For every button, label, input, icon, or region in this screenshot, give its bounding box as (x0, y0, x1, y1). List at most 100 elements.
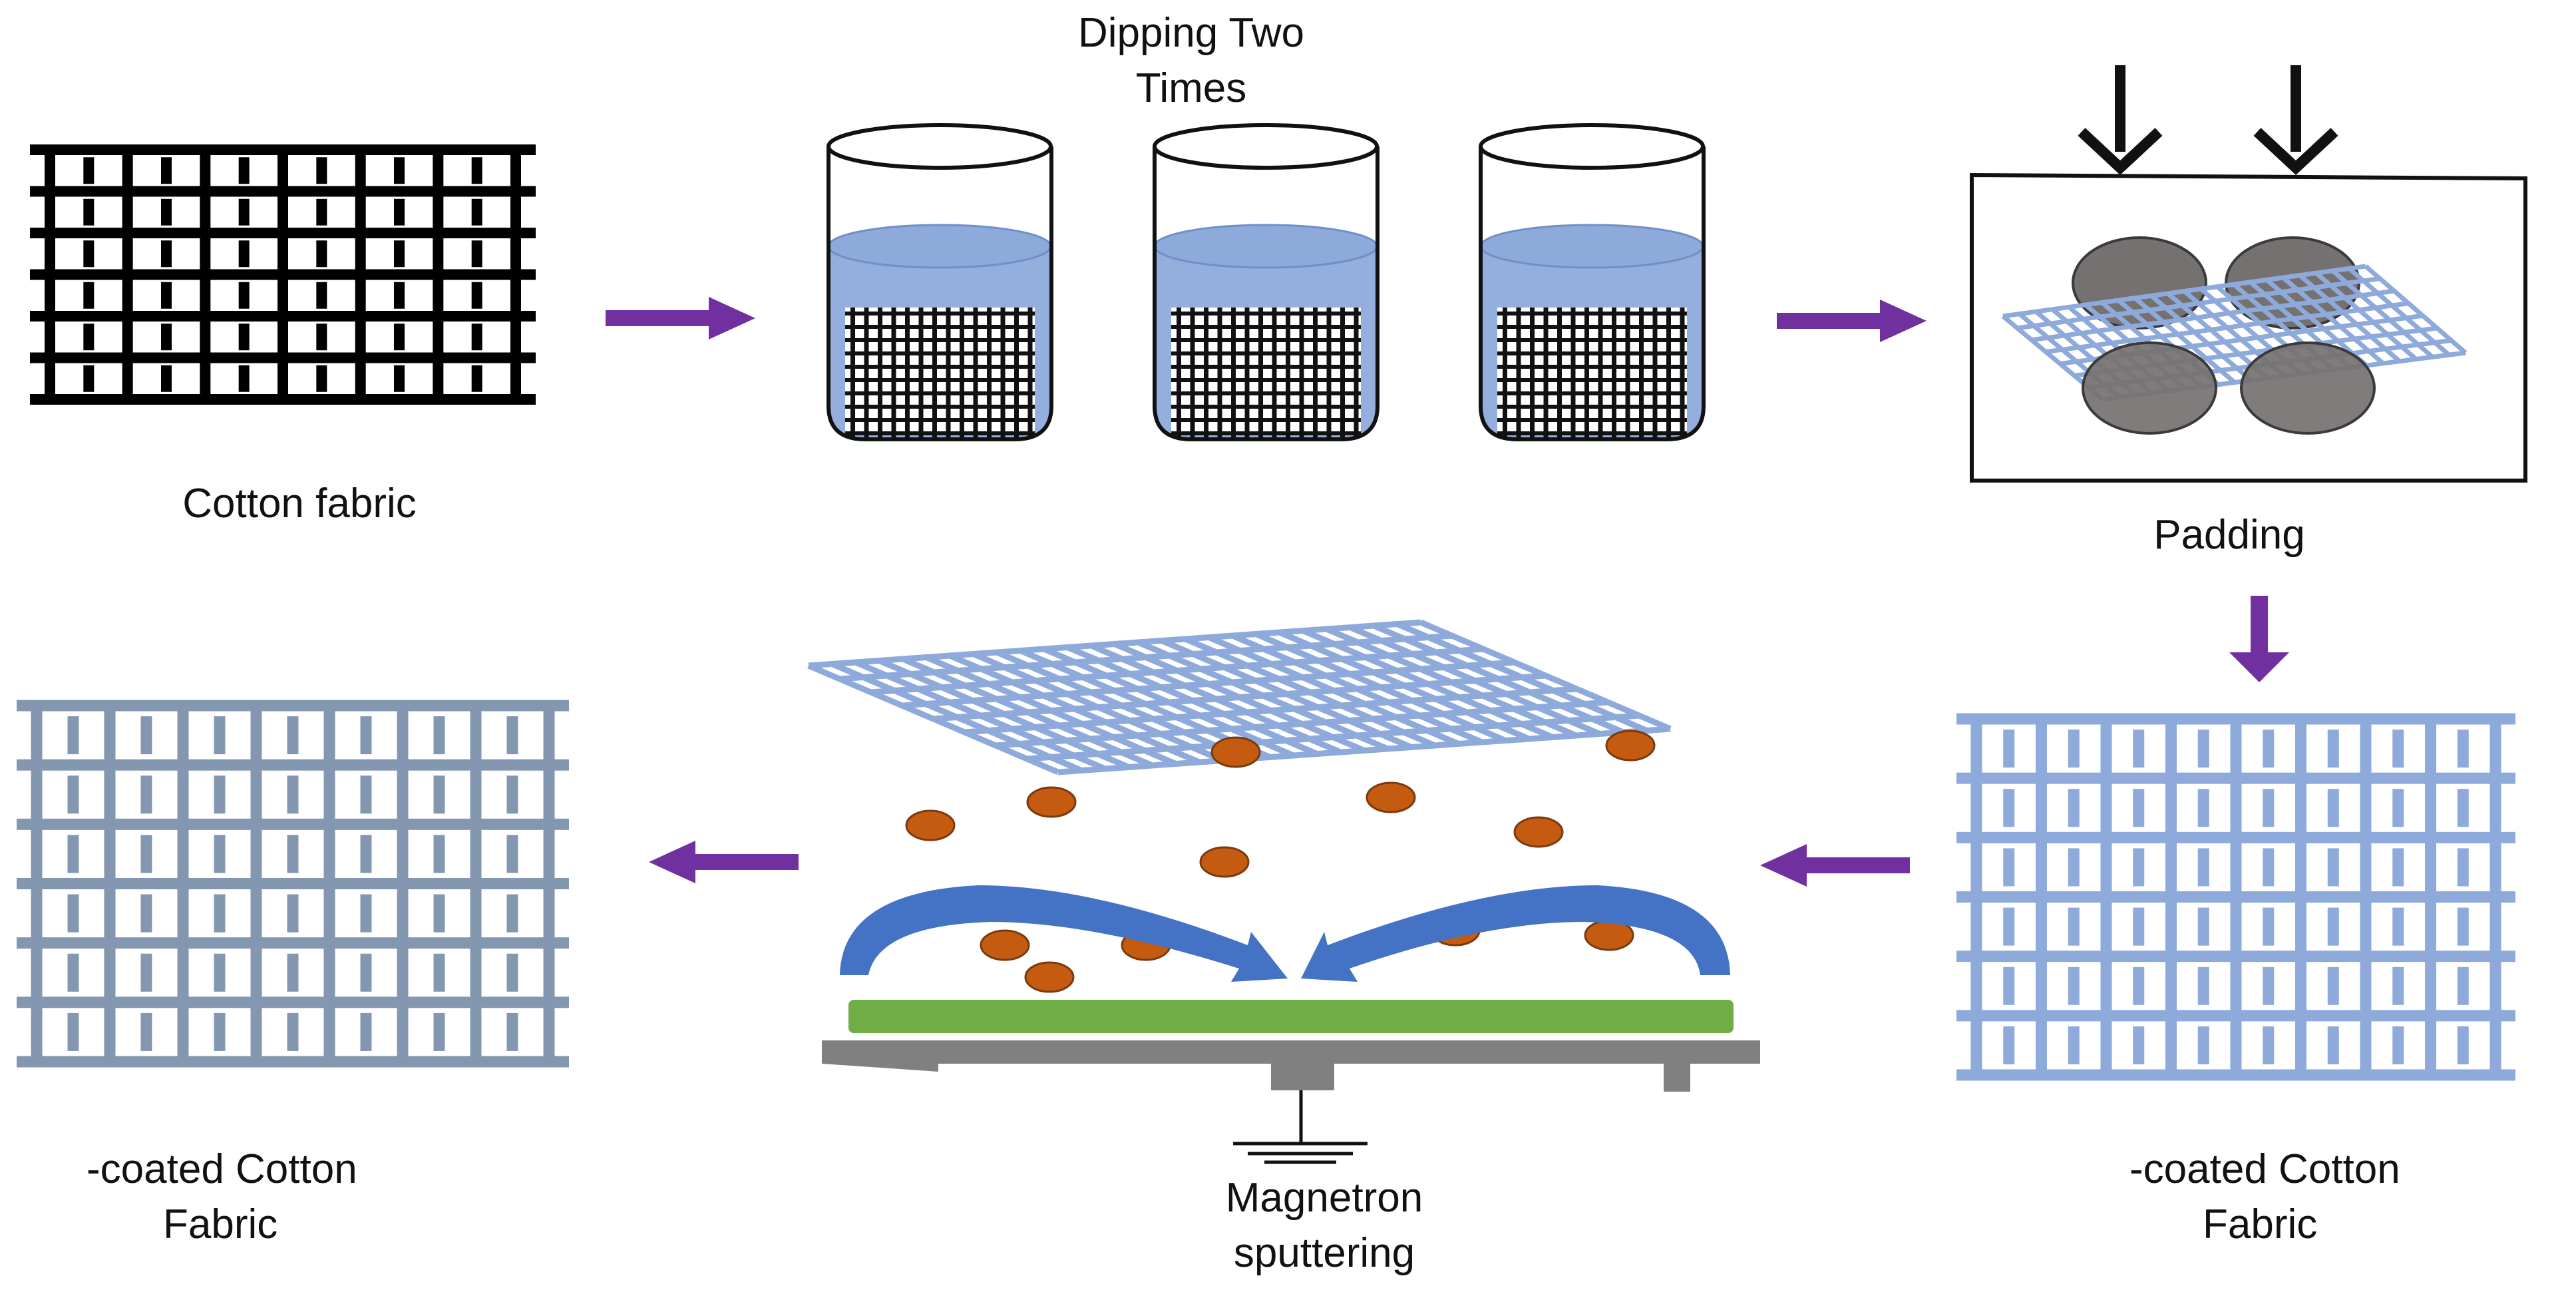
raw-fabric-thread-tick (161, 282, 172, 309)
coated-left-thread-tick (433, 894, 445, 933)
coated-right-thread-tick (2263, 730, 2275, 768)
immersed-fabric-warp (1299, 308, 1304, 439)
raw-fabric-thread-tick (471, 198, 482, 226)
substrate-mesh-line (808, 619, 1421, 669)
coated-right-thread-tick (2263, 1026, 2275, 1064)
immersed-fabric-weft (845, 418, 1035, 422)
coated-right-thread-tick (2327, 907, 2339, 946)
ground-symbol-icon (1233, 1090, 1368, 1164)
sputtered-particle (1366, 781, 1416, 813)
coated-right-thread-tick (2392, 967, 2404, 1005)
coated-right-thread-tick (2197, 907, 2209, 946)
immersed-fabric-warp (1000, 308, 1006, 439)
raw-fabric-thread-tick (316, 365, 327, 392)
coated-right-thread-tick (2133, 789, 2145, 827)
substrate-mesh-line (1026, 712, 1640, 762)
label-dipping-line2: Times (1135, 65, 1247, 112)
coated-right-thread-tick (2003, 730, 2015, 768)
raw-fabric-thread-weft (30, 269, 536, 280)
immersed-fabric-weft (1171, 378, 1361, 382)
sputtered-particle (980, 929, 1030, 961)
process-arrow-left-1 (1760, 844, 1910, 887)
immersed-fabric-weft (845, 365, 1035, 369)
coated-right-thread-tick (2327, 967, 2339, 1005)
immersed-fabric-weft (845, 338, 1035, 342)
label-coated-left-line2: Fabric (163, 1201, 278, 1248)
coated-left-thread-tick (360, 775, 372, 814)
label-magnetron-line1: Magnetron (1225, 1175, 1423, 1221)
sputtered-particle (1513, 816, 1564, 848)
label-coated-left: -coated Cotton Fabric (67, 1142, 439, 1252)
coated-right-thread-tick (2003, 848, 2015, 887)
immersed-fabric-weft (1171, 351, 1361, 355)
padding-mesh-line (2347, 266, 2451, 357)
coated-left-thread-tick (287, 775, 299, 814)
immersed-fabric-warp (1204, 308, 1208, 439)
raw-fabric-thread-tick (471, 282, 482, 309)
coated-left-thread-weft (17, 996, 569, 1008)
raw-fabric-thread-tick (394, 282, 405, 309)
dipping-jar-2 (1153, 123, 1380, 441)
coated-left-thread-weft (17, 937, 569, 949)
coated-left-thread-tick (433, 953, 445, 992)
immersed-fabric-warp (1530, 308, 1535, 439)
coated-right-thread-tick (2327, 848, 2339, 887)
coated-right-thread-tick (2392, 907, 2404, 946)
coated-right-thread-weft (1956, 831, 2515, 843)
immersed-fabric-warp (1231, 308, 1236, 439)
label-dipping-line1: Dipping Two (1077, 10, 1305, 56)
coated-left-thread-tick (214, 775, 226, 814)
immersed-fabric-warp (1190, 308, 1195, 439)
raw-fabric-thread-tick (83, 198, 94, 226)
immersed-fabric-weft (845, 351, 1035, 355)
immersed-fabric-weft (1497, 431, 1687, 435)
coated-left-thread-weft (17, 818, 569, 830)
coated-left-thread-tick (360, 835, 372, 873)
raw-fabric-thread-tick (471, 157, 482, 184)
raw-fabric-thread-weft (30, 186, 536, 197)
substrate-mesh-line (933, 672, 1546, 722)
immersed-fabric-warp (1354, 308, 1359, 439)
coated-right-thread-tick (2263, 848, 2275, 887)
immersed-fabric-weft (845, 312, 1035, 316)
coated-cotton-fabric-left (17, 700, 569, 1068)
coated-left-thread-tick (360, 716, 372, 755)
immersed-fabric-weft (1171, 405, 1361, 409)
immersed-fabric-warp (946, 308, 951, 439)
coated-left-thread-tick (287, 835, 299, 873)
coated-right-thread-tick (2392, 789, 2404, 827)
immersed-fabric-weft (1171, 418, 1361, 422)
coated-left-thread-tick (67, 716, 79, 755)
raw-fabric-thread-tick (238, 240, 250, 268)
sputtered-particle (1210, 736, 1261, 768)
coated-left-thread-tick (506, 953, 518, 992)
coated-right-thread-tick (2003, 967, 2015, 1005)
immersed-fabric-warp (1625, 308, 1630, 439)
coated-right-thread-tick (2068, 848, 2080, 887)
sputter-target (848, 1000, 1734, 1033)
raw-fabric-thread-tick (161, 198, 172, 226)
immersed-fabric-weft (1171, 391, 1361, 395)
immersed-fabric-weft (1171, 312, 1361, 316)
immersed-fabric-warp (1543, 308, 1549, 439)
coated-left-thread-weft (17, 1056, 569, 1068)
sputtered-particle (905, 809, 956, 841)
coated-right-thread-tick (2327, 789, 2339, 827)
raw-fabric-thread-tick (83, 240, 94, 268)
coated-left-thread-tick (506, 894, 518, 933)
padding-mesh-line (2314, 271, 2418, 361)
immersed-fabric-warp (1557, 308, 1562, 439)
raw-fabric-thread-tick (394, 324, 405, 351)
immersed-fabric-weft (845, 325, 1035, 329)
raw-fabric-thread-tick (83, 157, 94, 184)
substrate-fabric-mesh (807, 619, 1672, 775)
coated-left-thread-tick (506, 835, 518, 873)
coated-left-thread-tick (67, 953, 79, 992)
coated-right-thread-tick (2457, 730, 2469, 768)
coated-left-thread-tick (433, 716, 445, 755)
padding-machine (1970, 65, 2527, 483)
raw-fabric-thread-tick (83, 282, 94, 309)
immersed-fabric-warp (850, 308, 855, 439)
padding-roller-top-left (2072, 236, 2207, 329)
process-arrow-right-1 (606, 297, 755, 339)
